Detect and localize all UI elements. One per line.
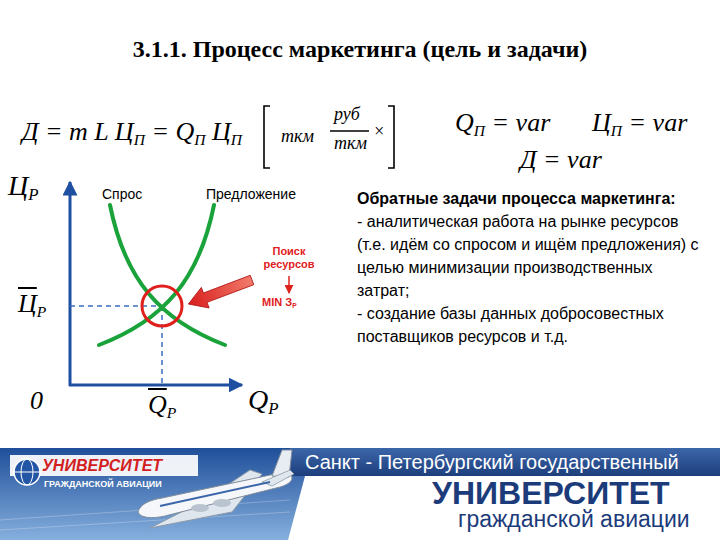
- task-text: Обратные задачи процесса маркетинга:: [357, 187, 709, 210]
- callout-text-group: MIN ЗР: [262, 296, 297, 310]
- axis-label-group: QP: [148, 390, 176, 422]
- formula: = var: [492, 108, 551, 137]
- axis-label-group: ЦP: [8, 170, 39, 205]
- logo-text-group: ГРАЖДАНСКОЙ АВИАЦИИ: [44, 479, 162, 489]
- logo-text: ГРАЖДАНСКОЙ АВИАЦИИ: [44, 479, 162, 489]
- curve-label-group: Предложение: [206, 186, 296, 202]
- formula: = var: [629, 108, 688, 137]
- subscript: P: [268, 399, 278, 418]
- unit-group: ткм: [281, 126, 314, 147]
- formula: Д = m L Ц: [22, 117, 134, 146]
- callout-text: Поиск ресурсов: [263, 245, 314, 270]
- formula: Ц: [212, 117, 231, 146]
- subscript: П: [611, 122, 622, 139]
- axis-origin: 0: [30, 386, 43, 415]
- formula-group: Д = var: [520, 145, 602, 175]
- footer-text: гражданской авиации: [458, 506, 690, 532]
- formula: Q: [455, 108, 474, 137]
- axis-origin-group: 0: [30, 386, 43, 416]
- unit-times-group: ×: [373, 121, 385, 142]
- axis-label-group: QP: [248, 384, 279, 419]
- formula-group: Д = m L ЦП= QПЦП: [22, 117, 242, 149]
- subscript: P: [28, 185, 38, 204]
- unit: ткм: [334, 133, 367, 153]
- axis-label: Ц: [18, 289, 37, 318]
- unit-group: руб: [334, 104, 360, 125]
- down-arrow: [288, 276, 290, 293]
- subscript: P: [167, 404, 177, 421]
- unit-times: ×: [373, 121, 385, 141]
- formula-group: ЦП = var: [592, 108, 687, 140]
- logo-text-group: УНИВЕРСИТЕТ: [42, 457, 162, 475]
- unit-group: ткм: [334, 133, 367, 154]
- unit: руб: [334, 104, 360, 124]
- subscript: Р: [292, 302, 296, 309]
- footer-text: Санкт - Петербургский государственный: [305, 451, 679, 473]
- curve-label: Спрос: [102, 186, 142, 202]
- pointer-arrow: [185, 270, 256, 315]
- logo-text: УНИВЕРСИТЕТ: [42, 457, 162, 474]
- formula: Ц: [592, 108, 611, 137]
- footer-text-group: гражданской авиации: [458, 506, 690, 533]
- callout-text: MIN З: [262, 296, 292, 308]
- axis-label: Q: [248, 384, 268, 415]
- axis-label: Q: [148, 390, 167, 419]
- curve-label-group: Спрос: [102, 186, 142, 202]
- subscript: П: [474, 122, 485, 139]
- subscript: P: [37, 303, 47, 320]
- equilibrium-circle: [142, 286, 182, 326]
- task-text-group: Обратные задачи процесса маркетинга:- ан…: [357, 187, 709, 348]
- demand-supply-curves: [99, 205, 225, 345]
- formula: Д = var: [520, 145, 602, 174]
- footer-banner: [0, 448, 720, 540]
- callout-text-group: Поиск ресурсов: [256, 245, 322, 270]
- task-text: - создание базы данных добросовестных по…: [357, 302, 709, 348]
- axis-label-group: ЦP: [18, 289, 46, 321]
- slide-title: 3.1.1. Процесс маркетинга (цель и задачи…: [0, 36, 720, 63]
- formula-group: QП = var: [455, 108, 550, 140]
- axis-label: Ц: [8, 170, 28, 201]
- chart-axes: [69, 182, 242, 386]
- subscript: П: [231, 131, 242, 148]
- unit-bracket: [264, 106, 394, 168]
- footer-title: УНИВЕРСИТЕТ: [432, 475, 670, 511]
- task-text: - аналитическая работа на рынке ресурсов…: [357, 210, 709, 302]
- formula: = Q: [151, 117, 194, 146]
- subscript: П: [134, 131, 145, 148]
- footer-text-group: Санкт - Петербургский государственный: [305, 451, 679, 474]
- subscript: П: [194, 131, 205, 148]
- unit: ткм: [281, 126, 314, 146]
- curve-label: Предложение: [206, 186, 296, 202]
